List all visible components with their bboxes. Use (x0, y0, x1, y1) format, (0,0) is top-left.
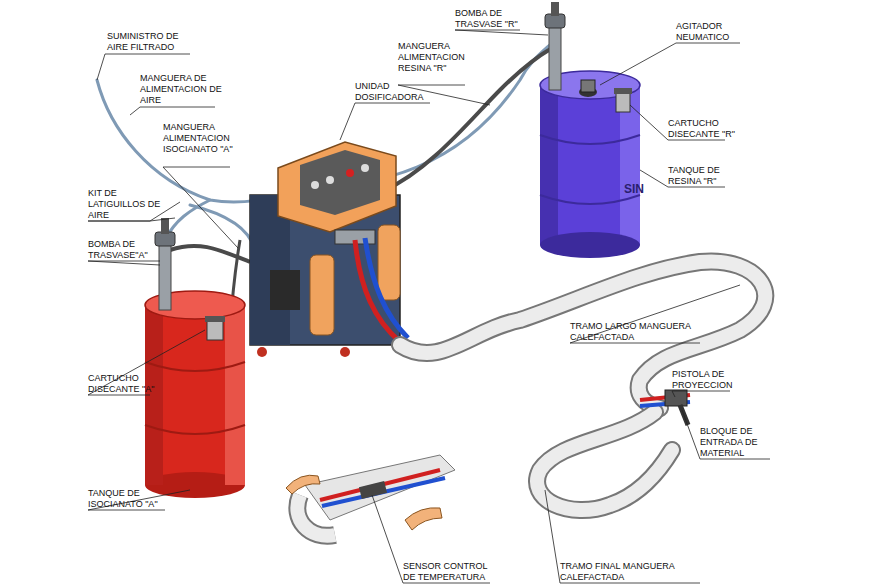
drum-marking: SIN (624, 182, 654, 196)
callout-label: BLOQUE DE ENTRADA DE MATERIAL (700, 426, 780, 459)
leader-lines (88, 30, 770, 583)
callout-label: TANQUE DE RESINA "R" (668, 165, 738, 187)
heated-hose (400, 261, 765, 510)
callout-label: MANGUERA ALIMENTACION ISOCIANATO "A" (163, 122, 243, 155)
leader-line (455, 30, 548, 35)
leader-line (88, 261, 160, 265)
callout-label: MANGUERA DE ALIMENTACION DE AIRE (140, 73, 222, 106)
pneumatic-agitator (579, 80, 597, 97)
callout-label: BOMBA DE TRASVASE "R" (455, 8, 535, 30)
callout-label: AGITADOR NEUMATICO (676, 21, 756, 43)
leader-line (570, 285, 740, 343)
callout-label: MANGUERA ALIMENTACION RESINA "R" (398, 41, 478, 74)
leader-line (672, 391, 730, 397)
isocyanate-drum (145, 291, 245, 498)
air-hoses (97, 40, 555, 250)
air-hose (190, 205, 255, 250)
callout-label: SUMINISTRO DE AIRE FILTRADO (107, 31, 192, 53)
leader-line (600, 43, 740, 85)
air-hose (97, 80, 300, 202)
leader-line (340, 103, 430, 140)
desiccant-cartridge (205, 316, 225, 340)
callout-label: PISTOLA DE PROYECCION (672, 369, 747, 391)
callout-label: TRAMO LARGO MANGUERA CALEFACTADA (570, 321, 710, 343)
desiccant-cartridge (614, 88, 632, 112)
leader-line (88, 330, 205, 395)
callout-label: TANQUE DE ISOCIANATO "A" (88, 488, 178, 510)
callout-label: KIT DE LATIGUILLOS DE AIRE (88, 188, 168, 221)
callout-label: CARTUCHO DISECANTE "R" (668, 118, 738, 140)
callout-label: SENSOR CONTROL DE TEMPERATURA (403, 561, 498, 583)
callout-label: TRAMO FINAL MANGUERA CALEFACTADA (560, 561, 705, 583)
transfer-pump (155, 218, 175, 310)
leader-line (163, 167, 238, 248)
resin-drum (540, 71, 640, 258)
callout-label: CARTUCHO DISECANTE "A" (88, 373, 168, 395)
sensor-detail (286, 455, 455, 536)
leader-line (130, 107, 215, 115)
dosing-unit (250, 142, 408, 357)
callout-label: UNIDAD DOSIFICADORA (355, 81, 435, 103)
spray-gun (640, 390, 690, 425)
callout-label: BOMBA DE TRASVASE"A" (88, 239, 178, 261)
transfer-pump (545, 2, 565, 90)
